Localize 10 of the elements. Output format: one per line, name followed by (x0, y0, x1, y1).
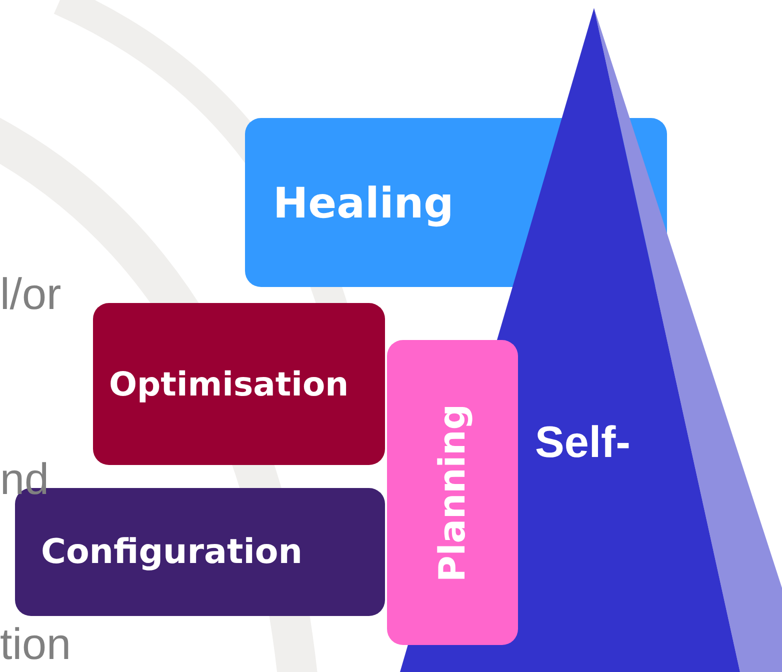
pyramid-label: Self- (535, 418, 630, 468)
process-box (387, 340, 518, 645)
text-fragment: nd (0, 455, 49, 505)
box-label: Planning (432, 404, 473, 582)
box-label: Optimisation (109, 364, 349, 404)
text-fragment: l/or (0, 270, 62, 320)
box-label: Configuration (41, 532, 302, 572)
text-fragment: tion (0, 620, 71, 670)
box-label: Healing (273, 178, 454, 227)
process-box (93, 303, 385, 465)
